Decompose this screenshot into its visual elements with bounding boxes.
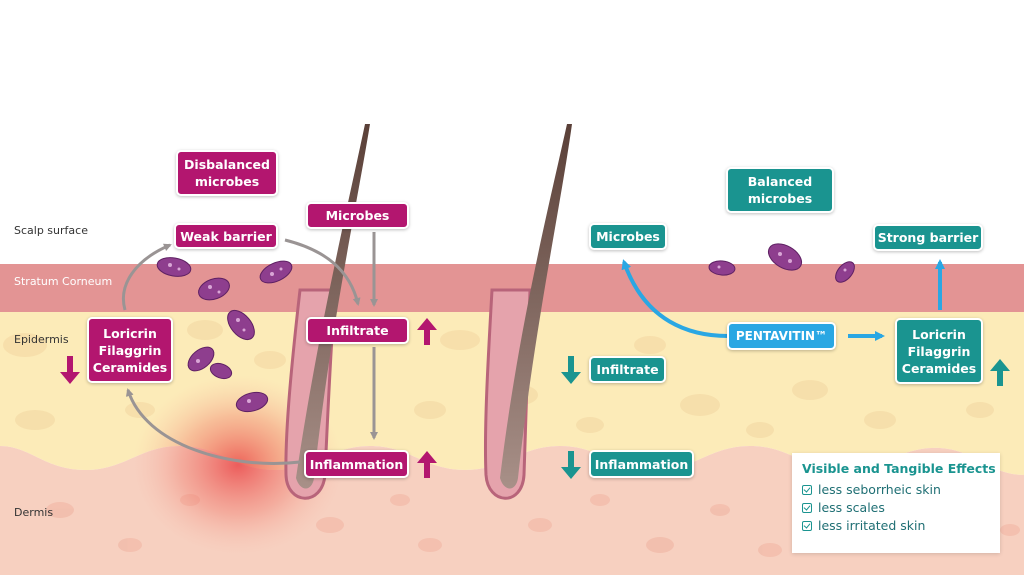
- epidermis-label: Epidermis: [14, 333, 69, 346]
- microbes: [156, 243, 855, 413]
- effects-panel: Visible and Tangible Effects less seborr…: [792, 453, 1000, 553]
- right-trend-arrows: [561, 356, 1010, 479]
- pentavitin-label: PENTAVITIN™: [735, 328, 828, 343]
- stratum-corneum-label: Stratum Corneum: [14, 275, 113, 288]
- strong-barrier-label: Strong barrier: [877, 230, 979, 245]
- left-protein-2: Filaggrin: [98, 342, 162, 358]
- left-trend-arrows: [60, 318, 437, 478]
- effects-title: Visible and Tangible Effects: [802, 461, 996, 476]
- left-protein-3: Ceramides: [92, 359, 168, 375]
- left-inflammation-box: Inflammation: [304, 450, 409, 478]
- left-cycle-arrows: [122, 232, 378, 465]
- right-protein-2: Filaggrin: [907, 343, 971, 359]
- balanced-line-1: Balanced: [747, 174, 813, 189]
- right-protein-1: Loricrin: [912, 326, 966, 342]
- right-proteins-box: Loricrin Filaggrin Ceramides: [895, 318, 983, 384]
- effect-item: less seborrheic skin: [802, 481, 990, 499]
- left-microbes-label: Microbes: [325, 208, 390, 223]
- right-inflammation-label: Inflammation: [594, 456, 689, 472]
- left-infiltrate-label: Infiltrate: [326, 323, 389, 338]
- effect-item-label: less scales: [818, 500, 885, 515]
- checkbox-icon: [802, 485, 812, 495]
- balanced-microbes-box: Balanced microbes: [726, 167, 834, 213]
- hair-shaft-right: [500, 124, 572, 489]
- checkbox-icon: [802, 503, 812, 513]
- disbalanced-line-1: Disbalanced: [184, 157, 270, 172]
- effect-item: less scales: [802, 499, 990, 517]
- right-infiltrate-label: Infiltrate: [596, 362, 659, 377]
- disbalanced-line-2: microbes: [194, 174, 260, 189]
- right-infiltrate-box: Infiltrate: [589, 356, 666, 383]
- balanced-line-2: microbes: [747, 191, 813, 206]
- left-infiltrate-box: Infiltrate: [306, 317, 409, 344]
- dermis-label: Dermis: [14, 506, 54, 519]
- pentavitin-box: PENTAVITIN™: [727, 322, 836, 350]
- effect-item-label: less irritated skin: [818, 518, 926, 533]
- pentavitin-arrows: [621, 259, 945, 341]
- right-protein-3: Ceramides: [901, 360, 977, 376]
- left-inflammation-label: Inflammation: [309, 456, 404, 472]
- effect-item-label: less seborrheic skin: [818, 482, 941, 497]
- right-inflammation-box: Inflammation: [589, 450, 694, 478]
- disbalanced-microbes-box: Disbalanced microbes: [176, 150, 278, 196]
- scalp-surface-label: Scalp surface: [14, 224, 88, 237]
- right-microbes-label: Microbes: [596, 229, 660, 244]
- weak-barrier-label: Weak barrier: [180, 228, 272, 244]
- checkbox-icon: [802, 521, 812, 531]
- left-proteins-box: Loricrin Filaggrin Ceramides: [87, 317, 173, 383]
- left-protein-1: Loricrin: [103, 325, 157, 341]
- right-microbes-box: Microbes: [589, 223, 667, 250]
- effect-item: less irritated skin: [802, 517, 990, 535]
- weak-barrier-box: Weak barrier: [174, 223, 278, 249]
- microbe-spots: [168, 252, 847, 403]
- strong-barrier-box: Strong barrier: [873, 224, 983, 251]
- left-microbes-box: Microbes: [306, 202, 409, 229]
